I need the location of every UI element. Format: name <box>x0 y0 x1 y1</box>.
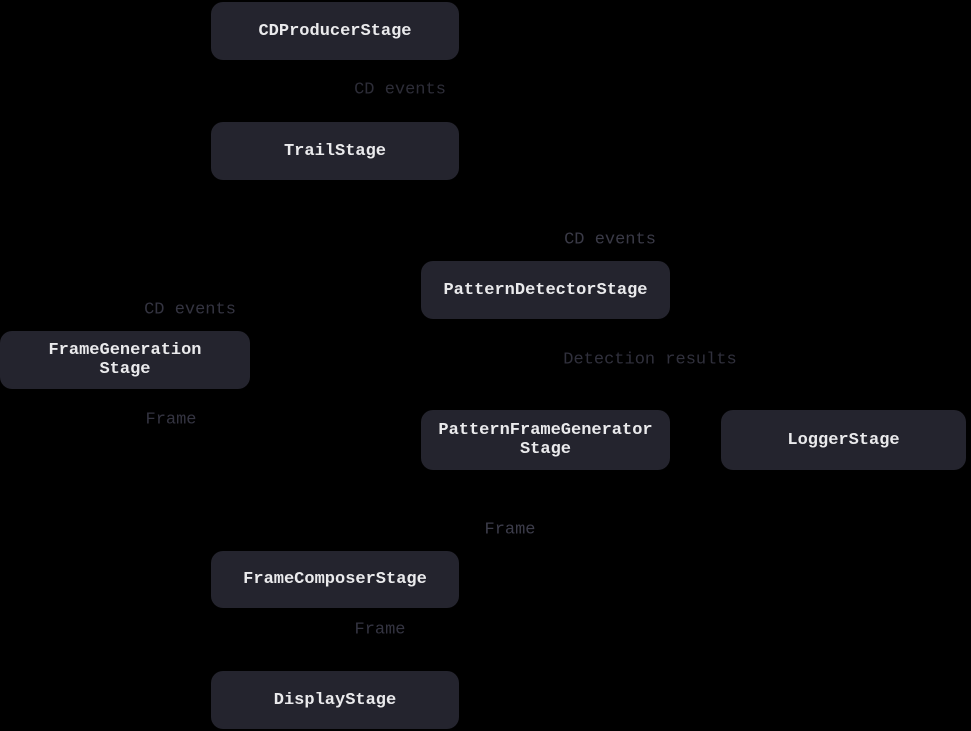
edge-label-cd-events-1: CD events <box>354 80 446 100</box>
edge-label-frame-2: Frame <box>484 520 536 540</box>
node-label: FrameComposerStage <box>243 570 427 589</box>
node-trailstage: TrailStage <box>211 122 459 180</box>
node-label: PatternDetectorStage <box>443 280 648 300</box>
node-label: CDProducerStage <box>258 21 412 41</box>
node-label: LoggerStage <box>787 430 900 450</box>
edge-label-frame-3: Frame <box>354 620 406 640</box>
edge-label-frame-1: Frame <box>145 410 197 430</box>
node-cdproducerstage: CDProducerStage <box>211 2 459 60</box>
edge-label-cd-events-3: CD events <box>144 300 236 320</box>
node-label: DisplayStage <box>273 690 397 710</box>
node-label: TrailStage <box>283 141 387 161</box>
node-patternframegeneratorstage: PatternFrameGenerator Stage <box>421 410 670 470</box>
node-framegenerationstage: FrameGeneration Stage <box>0 331 250 389</box>
node-loggerstage: LoggerStage <box>721 410 966 470</box>
edge-label-cd-events-2: CD events <box>564 230 656 250</box>
node-label: FrameGeneration Stage <box>48 341 202 379</box>
edge-label-detection-results: Detection results <box>563 350 737 370</box>
node-framecomposerstage: FrameComposerStage <box>211 551 459 608</box>
node-label: PatternFrameGenerator Stage <box>438 421 653 459</box>
node-displaystage: DisplayStage <box>211 671 459 729</box>
node-patterndetectorstage: PatternDetectorStage <box>421 261 670 319</box>
